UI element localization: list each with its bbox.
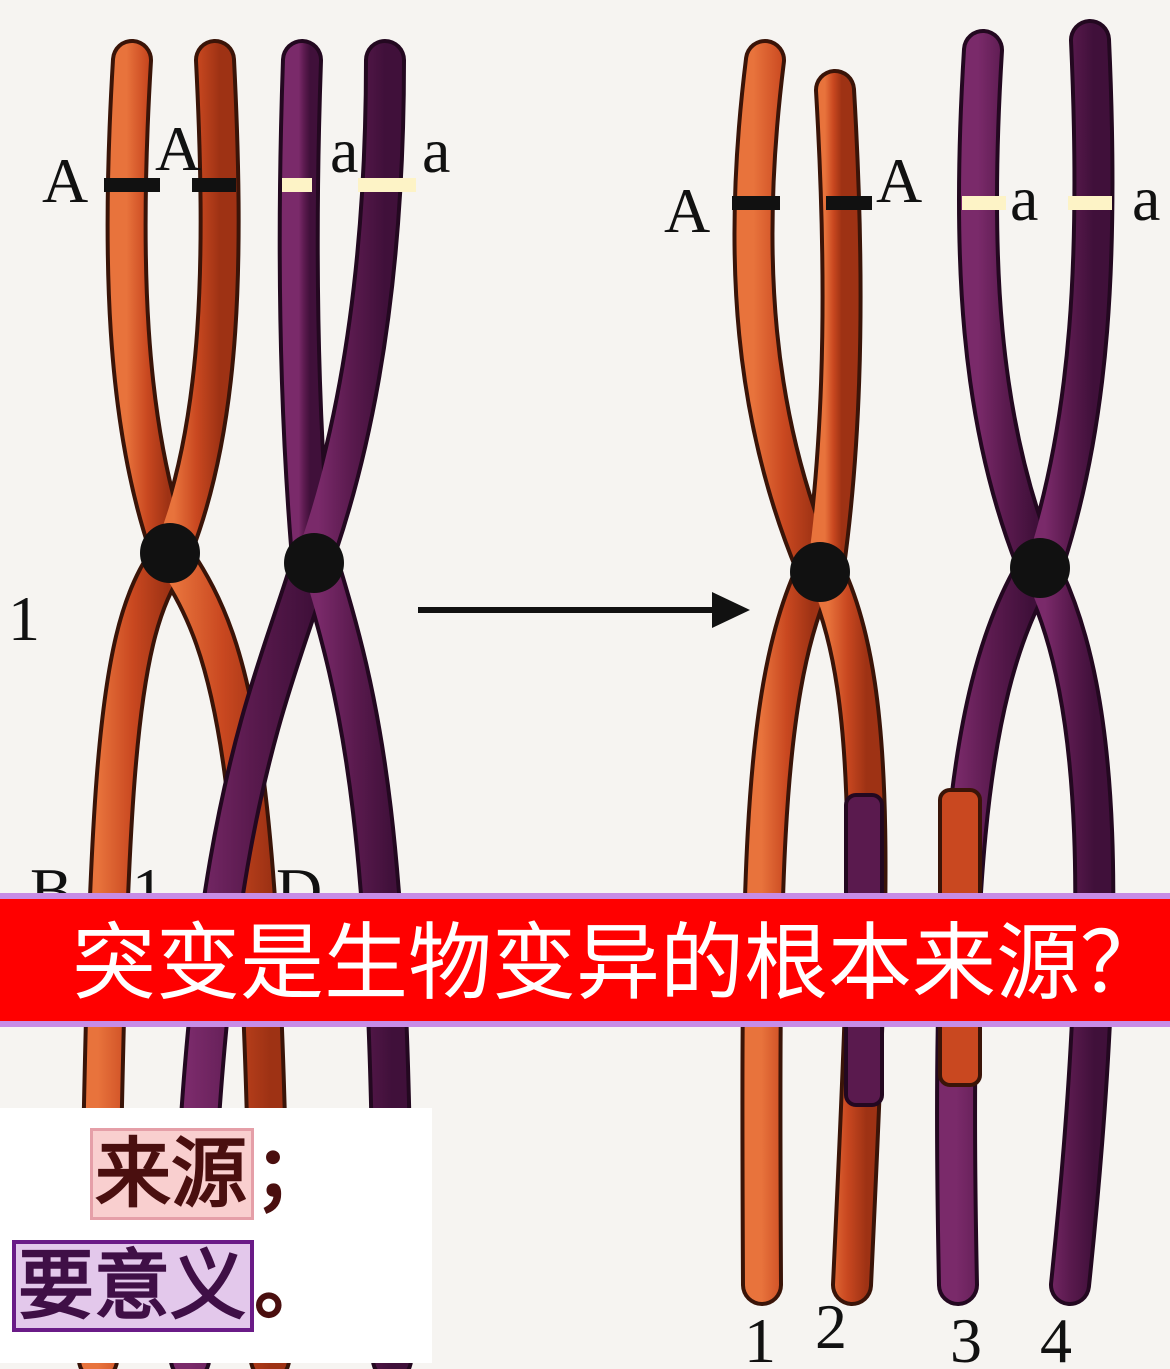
allele-band-a	[1068, 196, 1112, 210]
question-banner: 突变是生物变异的根本来源？	[0, 893, 1170, 1027]
left-side-label: 1	[8, 583, 40, 654]
right-centromere-maternal	[790, 542, 850, 602]
allele-label-A: A	[42, 145, 88, 216]
banner-question-text: 突变是生物变异的根本来源？	[72, 907, 1164, 1019]
allele-band-a	[962, 196, 1006, 210]
allele-label-A: A	[664, 175, 710, 246]
highlight-source: 来源	[90, 1128, 254, 1220]
right-chromatid-2-upper	[825, 90, 842, 565]
allele-label-a: a	[330, 115, 358, 186]
conclusion-panel: 来源； 要意义。	[0, 1108, 432, 1363]
conclusion-line-1: 来源；	[90, 1128, 330, 1220]
allele-band-a	[358, 178, 416, 192]
allele-label-a: a	[1010, 163, 1038, 234]
chromatid-number-1: 1	[744, 1305, 776, 1369]
chromatid-number-4: 4	[1040, 1305, 1072, 1369]
allele-label-A: A	[876, 145, 922, 216]
allele-band-A	[104, 178, 160, 192]
line1-punctuation: ；	[254, 1129, 330, 1219]
left-centromere-maternal	[140, 523, 200, 583]
allele-band-a	[282, 178, 312, 192]
allele-label-a: a	[422, 115, 450, 186]
allele-band-A	[732, 196, 780, 210]
right-chromatid-3-upper	[978, 50, 1035, 560]
right-arrow-icon	[418, 592, 750, 628]
right-chromatid-1-upper	[753, 60, 815, 565]
line2-punctuation: 。	[254, 1241, 330, 1331]
left-paternal-chromatid-1-upper	[299, 60, 310, 545]
highlight-significance: 要意义	[12, 1240, 254, 1332]
allele-label-A: A	[155, 113, 201, 184]
right-centromere-paternal	[1010, 538, 1070, 598]
left-centromere-paternal	[284, 533, 344, 593]
chromatid-number-3: 3	[950, 1305, 982, 1369]
right-chromosome-pair: A A a a 1 2 3 4	[664, 40, 1160, 1369]
allele-band-A	[826, 196, 872, 210]
chromatid-number-2: 2	[815, 1291, 847, 1362]
allele-label-a: a	[1132, 163, 1160, 234]
conclusion-line-2: 要意义。	[12, 1240, 330, 1332]
